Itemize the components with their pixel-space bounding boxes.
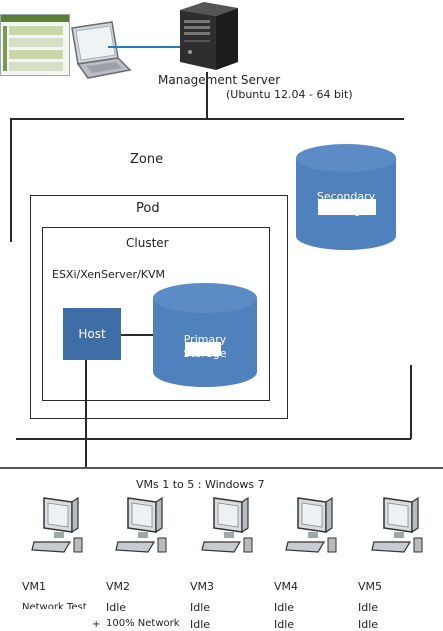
zone-left-line	[10, 118, 12, 242]
plus-marker: +	[92, 619, 101, 630]
vm-name: VM4	[274, 580, 299, 593]
vm-status: Idle	[274, 601, 295, 614]
pod-box	[30, 195, 288, 419]
vm-status: Idle	[106, 601, 127, 614]
vm-status-secondary: Idle	[274, 618, 295, 631]
primary-storage-redaction	[185, 342, 221, 356]
desktop-computer-icon	[370, 494, 428, 556]
desktop-computer-icon	[284, 494, 342, 556]
hypervisor-label: ESXi/XenServer/KVM	[52, 268, 166, 281]
vms-header: VMs 1 to 5 : Windows 7	[136, 478, 265, 491]
host-box: Host	[63, 308, 121, 360]
zone-top-line	[10, 118, 404, 120]
zone-bottom-line	[16, 438, 411, 440]
secondary-storage-top	[296, 144, 396, 172]
management-ui-screenshot	[0, 14, 70, 76]
cluster-label: Cluster	[126, 236, 169, 250]
vm-name: VM2	[106, 580, 131, 593]
secondary-storage-bottom	[296, 222, 396, 250]
cluster-box	[42, 227, 270, 401]
zone-label: Zone	[130, 152, 164, 167]
vm-status: Idle	[358, 601, 379, 614]
vm-status-secondary: Idle	[190, 618, 211, 631]
vm-name: VM5	[358, 580, 383, 593]
desktop-computer-icon	[200, 494, 258, 556]
zone-right-line	[410, 365, 412, 439]
desktop-computer-icon	[114, 494, 172, 556]
laptop-icon	[62, 20, 132, 80]
link-host-primary	[121, 334, 153, 336]
secondary-storage-redaction	[318, 199, 376, 215]
link-host-vms	[85, 360, 87, 468]
primary-storage-top	[153, 283, 257, 313]
link-laptop-server	[108, 46, 182, 48]
pod-label: Pod	[136, 201, 160, 216]
desktop-computer-icon	[30, 494, 88, 556]
vm-name: VM3	[190, 580, 215, 593]
vm-bus-line	[0, 467, 443, 469]
primary-storage-bottom	[153, 357, 257, 387]
link-server-network	[206, 72, 208, 118]
vm-status: Network Test	[22, 602, 87, 609]
management-server-title: Management Server	[158, 73, 281, 87]
server-tower-icon	[176, 0, 244, 72]
management-server-os: (Ubuntu 12.04 - 64 bit)	[226, 88, 353, 101]
vm-name: VM1	[22, 580, 47, 593]
vm-status-secondary: 100% Network	[106, 618, 180, 629]
vm-status-secondary: Idle	[358, 618, 379, 631]
vm-status: Idle	[190, 601, 211, 614]
